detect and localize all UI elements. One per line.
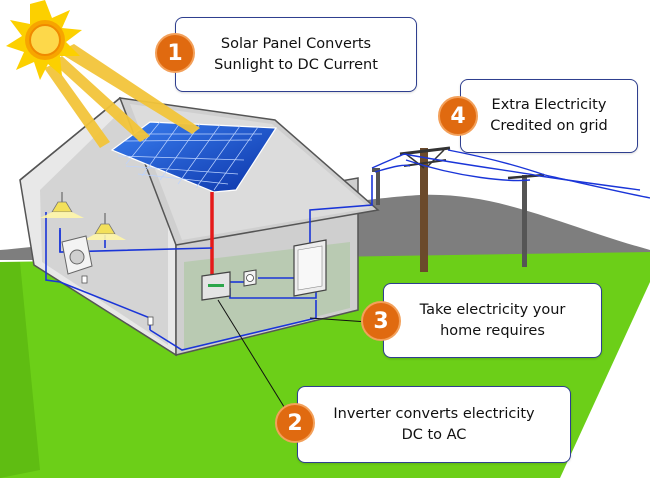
step-1-badge: 1 <box>155 33 195 73</box>
step-4-badge: 4 <box>438 96 478 136</box>
wall-outlet-icon <box>147 316 154 326</box>
leader-lines <box>217 299 369 411</box>
step-3-callout: Take electricity your home requires <box>383 283 602 358</box>
step-4-text: Extra Electricity Credited on grid <box>490 97 608 134</box>
utility-pole-near <box>399 146 451 272</box>
step-1-text: Solar Panel Converts Sunlight to DC Curr… <box>214 35 378 73</box>
step-1-callout: Solar Panel Converts Sunlight to DC Curr… <box>175 17 417 92</box>
grid-power-lines <box>371 149 650 199</box>
grass-shadow <box>0 262 40 478</box>
ceiling-lamp-icon <box>84 213 126 240</box>
step-2-badge: 2 <box>275 403 315 443</box>
solar-panel <box>110 121 278 193</box>
electric-meter-icon <box>243 269 257 287</box>
sun-icon <box>6 0 82 80</box>
washing-machine-icon <box>61 235 93 275</box>
inverter-icon <box>201 271 231 301</box>
step-2-text: Inverter converts electricity DC to AC <box>333 405 535 443</box>
service-drop <box>372 168 380 205</box>
sunlight-beams <box>44 44 200 148</box>
breaker-panel-icon <box>293 239 327 297</box>
step-3-text: Take electricity your home requires <box>419 301 566 339</box>
ceiling-lamp-icon <box>40 192 84 218</box>
wall-outlet-icon <box>81 275 88 284</box>
step-3-badge: 3 <box>361 301 401 341</box>
step-4-callout: Extra Electricity Credited on grid <box>460 79 638 153</box>
step-2-callout: Inverter converts electricity DC to AC <box>297 386 571 463</box>
